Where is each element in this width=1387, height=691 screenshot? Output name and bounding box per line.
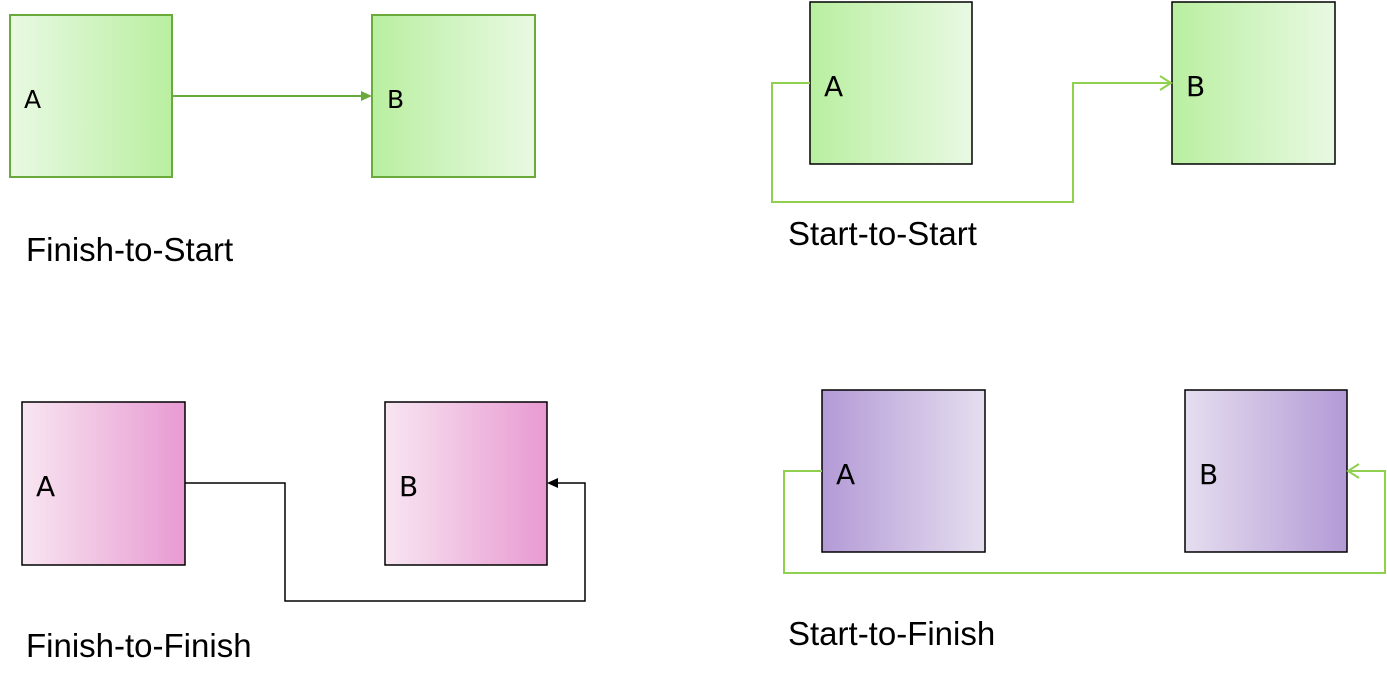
diagram-caption: Finish-to-Start (26, 231, 233, 268)
task-a-label: A (836, 458, 855, 491)
task-a-box (821, 389, 986, 553)
task-b-box (1171, 1, 1336, 165)
task-b-label: B (387, 85, 404, 114)
task-a-label: A (824, 70, 843, 103)
task-b-label: B (1186, 70, 1205, 103)
arrowhead-icon (361, 91, 372, 101)
start-to-start-diagram: A B Start-to-Start (771, 1, 1336, 252)
finish-to-finish-diagram: A B Finish-to-Finish (21, 401, 586, 664)
arrowhead-icon (1159, 75, 1173, 91)
task-a-box (809, 1, 973, 165)
task-b-label: B (399, 470, 418, 503)
finish-to-start-diagram: A B Finish-to-Start (9, 14, 536, 268)
arrowhead-icon (547, 478, 558, 488)
dependency-arrow (783, 470, 1386, 574)
arrowhead-icon (1346, 463, 1360, 479)
start-to-finish-diagram: A B Start-to-Finish (783, 389, 1386, 652)
task-a-box (21, 401, 186, 566)
dependency-arrow (771, 82, 1171, 203)
diagram-caption: Finish-to-Finish (26, 627, 252, 664)
task-a-label: A (36, 470, 55, 503)
task-a-label: A (24, 85, 41, 114)
diagram-caption: Start-to-Start (788, 215, 977, 252)
task-b-label: B (1199, 458, 1218, 491)
task-a-box (9, 14, 173, 178)
task-b-box (384, 401, 548, 566)
task-b-box (371, 14, 536, 178)
dependency-arrow (185, 482, 586, 602)
diagram-caption: Start-to-Finish (788, 615, 995, 652)
